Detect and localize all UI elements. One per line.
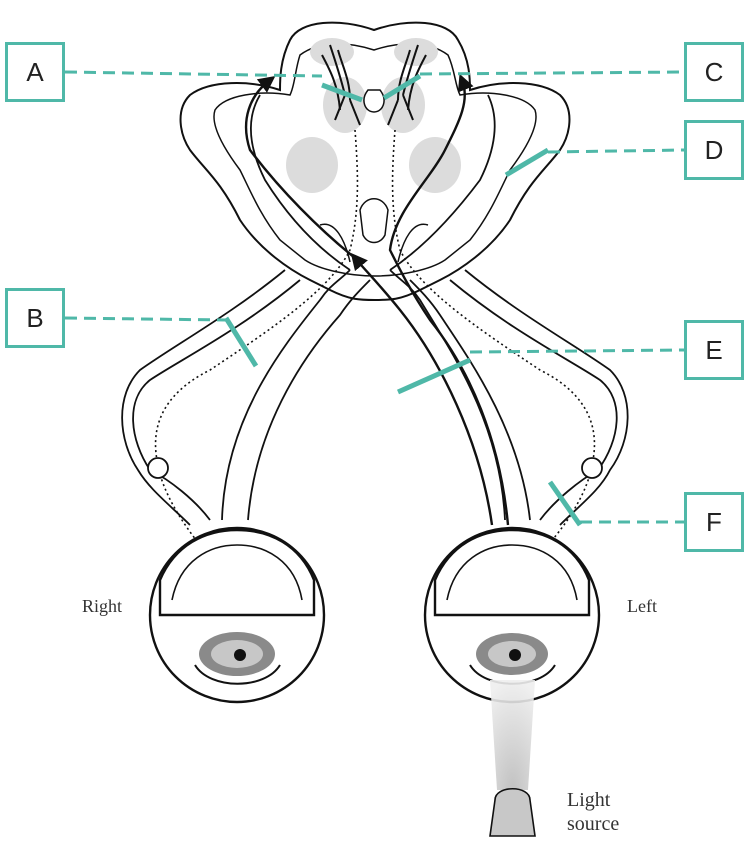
light-source-line2: source (567, 813, 620, 835)
midline-structure (359, 198, 389, 244)
marker-a (321, 82, 363, 103)
leader-b (64, 316, 227, 322)
optic-tracts (121, 94, 629, 526)
ciliary-ganglion-right (147, 457, 169, 479)
marker-e (396, 357, 472, 395)
cerebral-aqueduct (363, 89, 385, 113)
light-beam (490, 680, 535, 790)
label-b: B (5, 288, 65, 348)
lesion-markers (223, 73, 583, 527)
label-f: F (684, 492, 744, 552)
marker-b (223, 316, 259, 368)
label-e: E (684, 320, 744, 380)
right-eye (148, 526, 326, 704)
leader-e (469, 348, 686, 354)
leader-a (64, 70, 323, 78)
marker-c (382, 73, 422, 101)
leader-lines (64, 70, 686, 524)
ciliary-ganglion-left (581, 457, 603, 479)
light-source-label: Light source (567, 788, 619, 836)
light-source-lamp (489, 788, 536, 837)
marker-f (547, 480, 583, 527)
afferent-pathway (244, 73, 510, 526)
left-eye-label: Left (627, 596, 657, 616)
brainstem-outline (179, 21, 571, 301)
ventral-contour (319, 223, 429, 263)
brainstem-inner-outline (213, 43, 537, 277)
right-eye-label: Right (82, 596, 123, 616)
lateral-geniculate-left (286, 137, 338, 193)
label-a: A (5, 42, 65, 102)
label-d: D (684, 120, 744, 180)
leader-d (547, 148, 686, 154)
leader-c (419, 70, 686, 76)
left-eye (423, 526, 601, 704)
label-c: C (684, 42, 744, 102)
marker-d (504, 147, 550, 178)
light-source-line1: Light (567, 789, 611, 811)
